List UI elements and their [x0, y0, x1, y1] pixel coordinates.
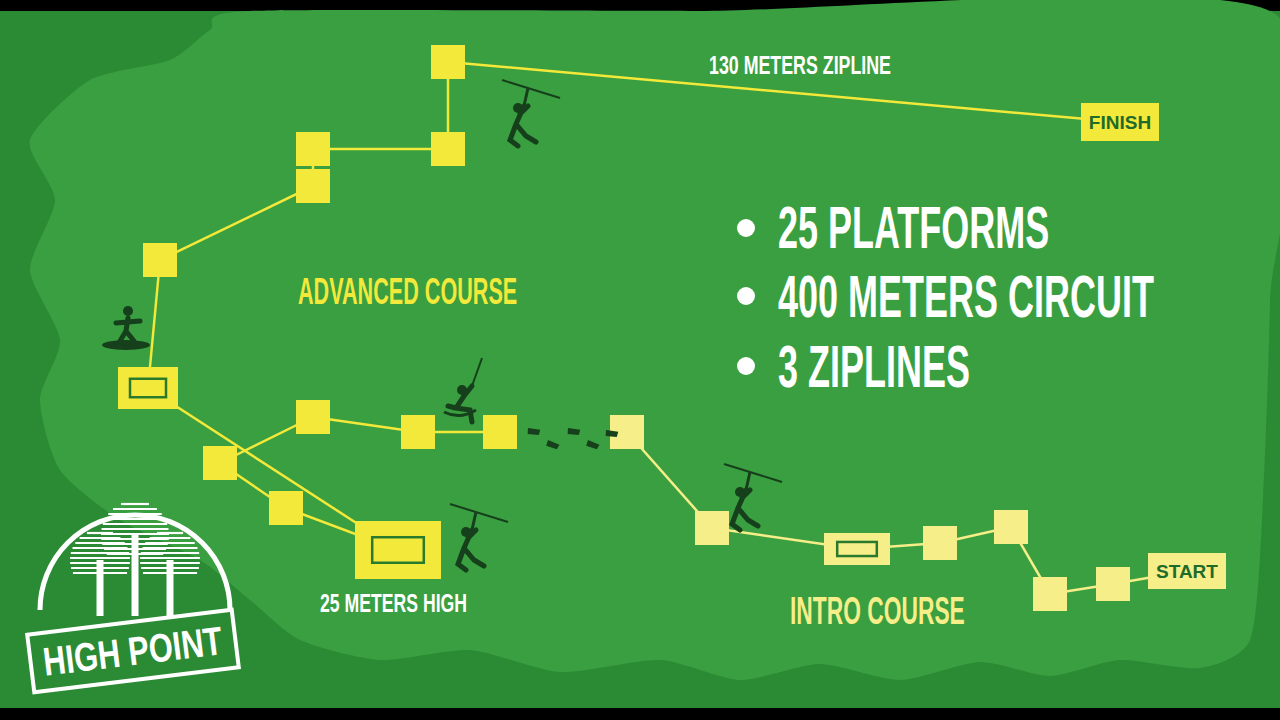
- height-note: 25 METERS HIGH: [320, 591, 467, 616]
- footprints: [527, 427, 619, 450]
- platform: [203, 446, 237, 480]
- swing-rider: [444, 358, 482, 422]
- label-text: 130 METERS ZIPLINE: [709, 50, 891, 80]
- bullet-dot: [737, 219, 755, 237]
- course-line: [160, 186, 313, 260]
- logo-emblem: [27, 504, 239, 692]
- label-text: 400 METERS CIRCUIT: [778, 263, 1154, 330]
- label-text: 3 ZIPLINES: [778, 333, 970, 400]
- label-text: 25 PLATFORMS: [778, 194, 1049, 261]
- stat-text: 3 ZIPLINES: [778, 337, 970, 397]
- platform: [1033, 577, 1067, 611]
- label-text: 25 METERS HIGH: [320, 589, 467, 617]
- platform: [824, 533, 890, 565]
- label-text: ADVANCED COURSE: [298, 271, 517, 312]
- platform: [296, 132, 330, 166]
- zipline-rider: [502, 80, 560, 146]
- zipline-rider: [724, 464, 782, 530]
- platform: [296, 169, 330, 203]
- platform: [994, 510, 1028, 544]
- stat-text: 400 METERS CIRCUIT: [778, 267, 1154, 327]
- zipline-rider: [450, 504, 508, 570]
- platform: [355, 521, 441, 579]
- zipline-length: 130 METERS ZIPLINE: [709, 52, 891, 78]
- platform: [401, 415, 435, 449]
- bullet-dot: [737, 357, 755, 375]
- platform: [695, 511, 729, 545]
- bullet-dot: [737, 287, 755, 305]
- course-name: INTRO COURSE: [790, 592, 965, 630]
- course-line: [313, 148, 448, 151]
- platform: [269, 491, 303, 525]
- label-text: INTRO COURSE: [790, 590, 965, 632]
- platform: [431, 45, 465, 79]
- balance-walker: [102, 306, 150, 350]
- platform: [143, 243, 177, 277]
- stat-text: 25 PLATFORMS: [778, 198, 1049, 258]
- platform-label: FINISH: [1089, 113, 1151, 132]
- platform: [1096, 567, 1130, 601]
- platform: [118, 367, 178, 409]
- platform-label: START: [1156, 562, 1218, 581]
- platform: [431, 132, 465, 166]
- platform: [483, 415, 517, 449]
- finish-platform: FINISH: [1081, 103, 1159, 141]
- start-platform: START: [1148, 553, 1226, 589]
- course-name: ADVANCED COURSE: [298, 274, 517, 310]
- park-ground: [30, 0, 1280, 680]
- platform: [296, 400, 330, 434]
- platform: [923, 526, 957, 560]
